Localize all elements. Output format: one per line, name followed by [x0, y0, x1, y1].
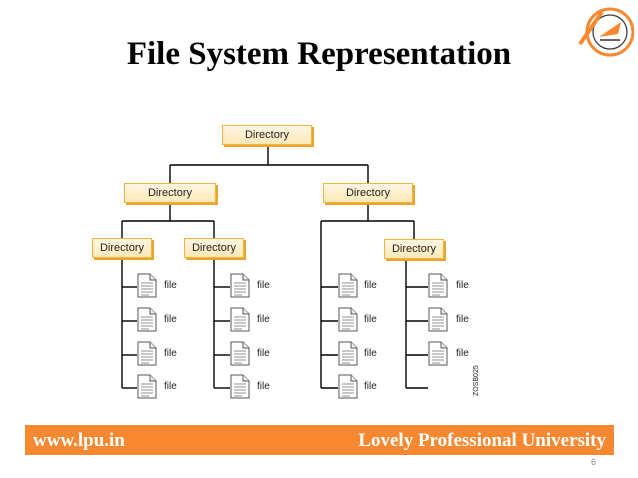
file-label: file [257, 381, 270, 392]
file-label: file [257, 314, 270, 325]
footer-website: www.lpu.in [33, 430, 125, 451]
file-label: file [456, 348, 469, 359]
file-icon [428, 307, 448, 332]
file-icon [137, 341, 157, 366]
file-icon [230, 307, 250, 332]
footer-university: Lovely Professional University [358, 430, 606, 451]
file-icon [338, 307, 358, 332]
file-icon [137, 374, 157, 399]
file-label: file [364, 280, 377, 291]
file-icon [230, 273, 250, 298]
file-icon [428, 273, 448, 298]
file-icon [428, 341, 448, 366]
file-icon [338, 374, 358, 399]
directory-box-level1-left: Directory [124, 183, 216, 203]
figure-code: ZOSB025 [473, 365, 480, 396]
file-icon [137, 307, 157, 332]
footer-bar: www.lpu.in Lovely Professional Universit… [25, 425, 614, 455]
file-icon [338, 273, 358, 298]
file-icon [230, 341, 250, 366]
file-label: file [257, 280, 270, 291]
root-directory-box: Directory [222, 125, 312, 145]
page-number: 6 [591, 457, 597, 467]
file-label: file [364, 381, 377, 392]
file-label: file [364, 348, 377, 359]
file-label: file [164, 348, 177, 359]
file-icon [230, 374, 250, 399]
file-icon [137, 273, 157, 298]
file-label: file [164, 280, 177, 291]
file-icon [338, 341, 358, 366]
directory-box-level2-c: Directory [384, 239, 444, 259]
university-logo-icon [578, 7, 634, 57]
directory-box-level2-a: Directory [92, 238, 152, 258]
directory-box-level2-b: Directory [184, 238, 244, 258]
file-label: file [257, 348, 270, 359]
page-title: File System Representation [126, 36, 512, 72]
file-label: file [456, 280, 469, 291]
file-label: file [364, 314, 377, 325]
file-label: file [164, 381, 177, 392]
file-label: file [164, 314, 177, 325]
directory-box-level1-right: Directory [323, 183, 413, 203]
file-label: file [456, 314, 469, 325]
